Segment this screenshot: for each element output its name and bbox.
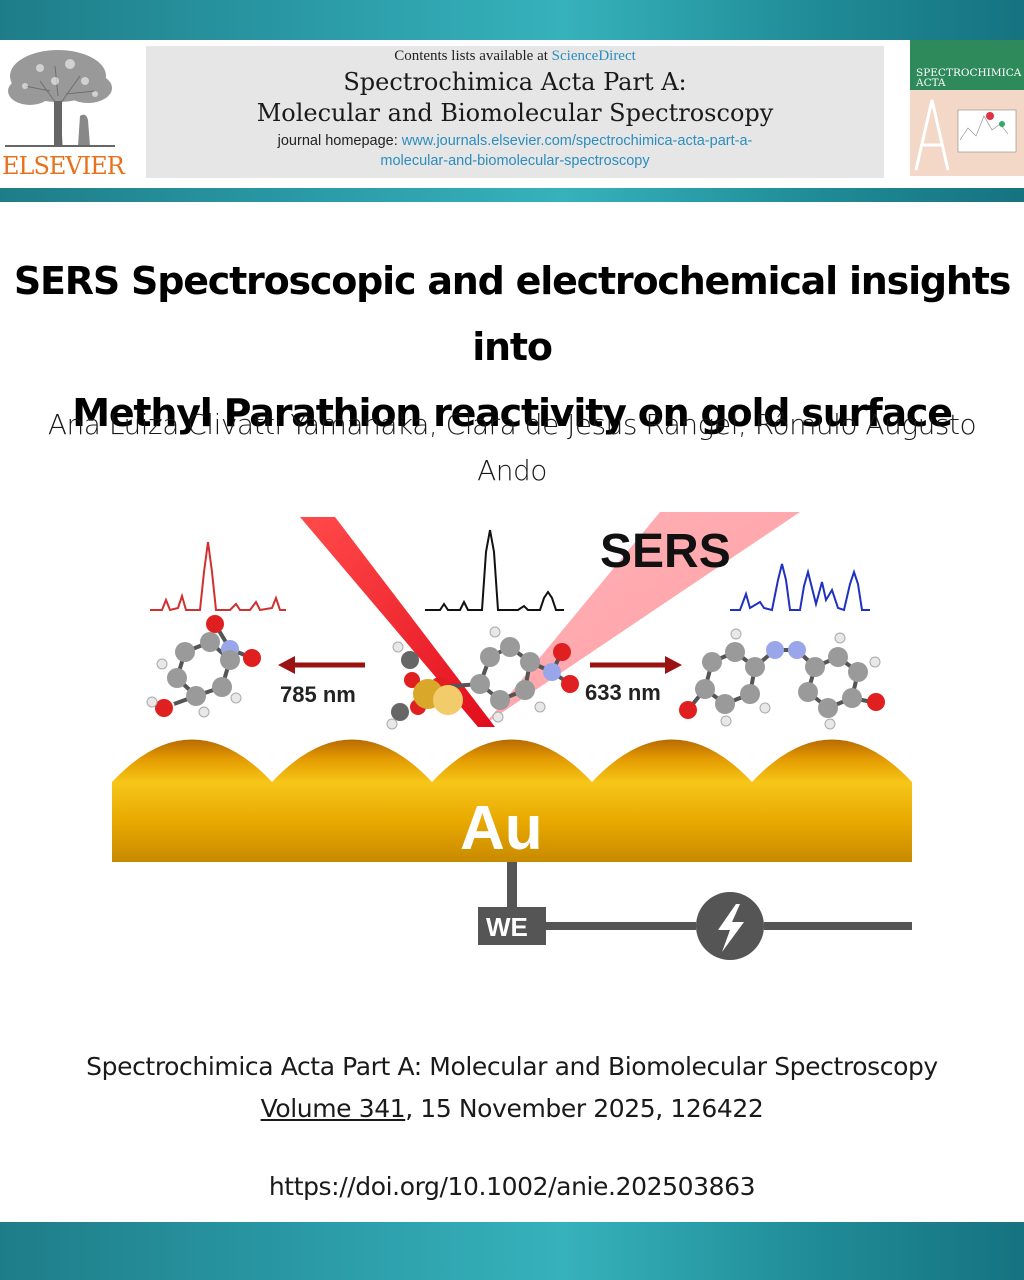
lightning-icon <box>718 904 744 952</box>
left-molecule <box>146 615 261 718</box>
homepage-label: journal homepage: <box>277 133 402 149</box>
homepage-url-part2[interactable]: molecular-and-biomolecular-spectroscopy <box>380 153 650 169</box>
cover-title-line2: ACTA <box>915 77 946 89</box>
citation-journal: Spectrochimica Acta Part A: Molecular an… <box>86 1052 938 1081</box>
right-wavelength-label: 633 nm <box>585 680 661 705</box>
paper-title-line2: Methyl Parathion reactivity on gold surf… <box>72 391 953 435</box>
elsevier-tree-logo <box>0 46 120 151</box>
citation-date-article: , 15 November 2025, 126422 <box>405 1094 764 1123</box>
journal-homepage: journal homepage: www.journals.elsevier.… <box>146 131 884 171</box>
paper-title: SERS Spectroscopic and electrochemical i… <box>0 248 1024 446</box>
black-spectrum <box>425 529 564 611</box>
left-wavelength-label: 785 nm <box>280 682 356 707</box>
authors-line2: Ando <box>477 454 547 487</box>
top-decorative-band <box>0 0 1024 40</box>
cover-title-line1: SPECTROCHIMICA <box>916 67 1022 79</box>
journal-title: Spectrochimica Acta Part A: Molecular an… <box>146 67 884 129</box>
blue-spectrum <box>730 563 870 612</box>
graphical-abstract: SERS 785 nm 633 nm <box>112 512 912 960</box>
red-spectrum <box>150 541 286 612</box>
contents-prefix: Contents lists available at <box>394 48 552 64</box>
authors-line1: Ana Luiza Clivatti Yamanaka, Clara de Je… <box>47 408 977 441</box>
sers-scattering-cone <box>485 512 800 724</box>
right-arrow <box>590 656 682 674</box>
journal-cover-thumbnail: SPECTROCHIMICA ACTA <box>910 40 1024 176</box>
publisher-name: ELSEVIER <box>2 152 125 180</box>
author-list: Ana Luiza Clivatti Yamanaka, Clara de Je… <box>20 402 1004 494</box>
sciencedirect-link[interactable]: ScienceDirect <box>551 48 636 64</box>
center-molecule <box>386 626 579 730</box>
citation-volume-line: Volume 341, 15 November 2025, 126422 <box>0 1088 1024 1130</box>
journal-info-box: Contents lists available at ScienceDirec… <box>146 46 884 178</box>
sers-label: SERS <box>600 525 731 578</box>
journal-title-line1: Spectrochimica Acta Part A: <box>343 68 687 96</box>
homepage-url-part1[interactable]: www.journals.elsevier.com/spectrochimica… <box>401 133 753 149</box>
journal-title-line2: Molecular and Biomolecular Spectroscopy <box>256 99 774 127</box>
journal-header: ELSEVIER Contents lists available at Sci… <box>0 40 1024 188</box>
au-label: Au <box>460 794 543 863</box>
doi-link[interactable]: https://doi.org/10.1002/anie.202503863 <box>268 1172 756 1201</box>
bottom-decorative-band <box>0 1222 1024 1280</box>
gold-nanoparticles <box>112 739 912 782</box>
we-label: WE <box>486 912 528 942</box>
contents-line: Contents lists available at ScienceDirec… <box>146 48 884 65</box>
left-arrow <box>278 656 365 674</box>
gold-electrode <box>112 782 912 862</box>
header-divider-band <box>0 188 1024 202</box>
laser-beam <box>300 517 495 727</box>
paper-title-line1: SERS Spectroscopic and electrochemical i… <box>13 259 1011 369</box>
right-molecule <box>679 628 885 730</box>
citation-block: Spectrochimica Acta Part A: Molecular an… <box>0 1046 1024 1130</box>
volume-link[interactable]: Volume 341 <box>260 1094 406 1123</box>
electrode-circuit <box>478 862 912 960</box>
